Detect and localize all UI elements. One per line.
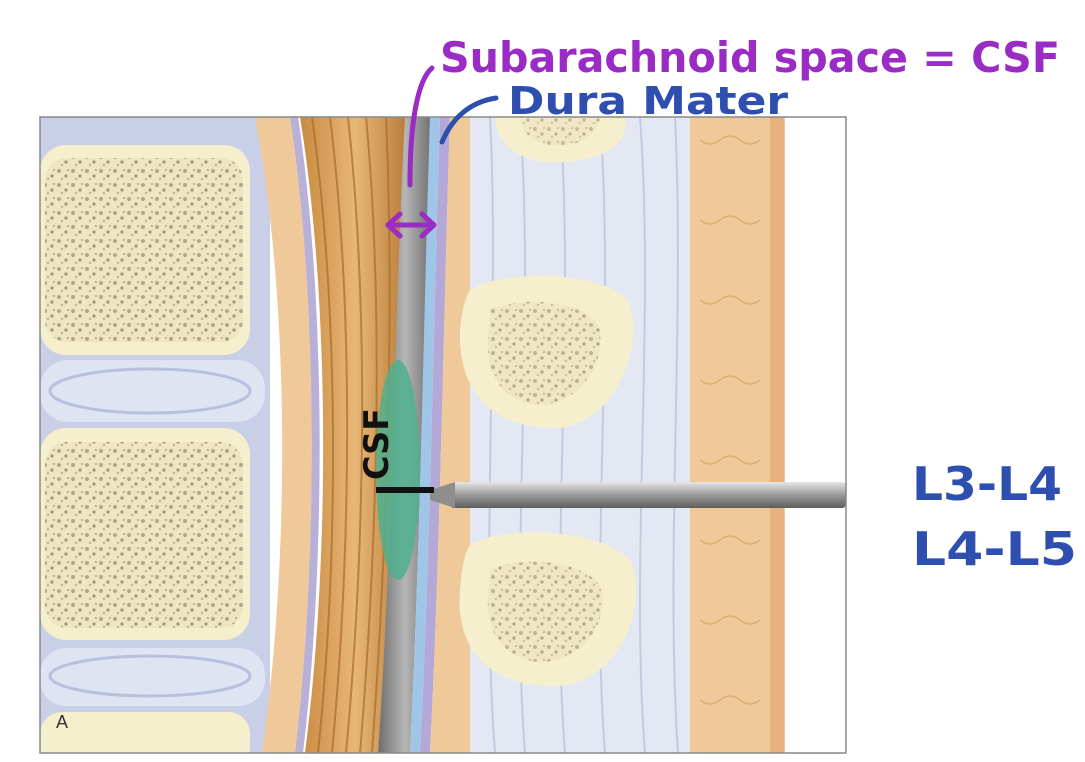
dura-annotation: Dura Mater <box>508 79 788 123</box>
vertebral-column <box>40 117 270 753</box>
subarachnoid-pointer <box>407 65 435 188</box>
spinal-needle <box>376 482 846 508</box>
level-label-l4-l5: L4-L5 <box>912 522 1077 576</box>
csf-highlight <box>376 360 420 580</box>
figure-frame <box>39 116 847 754</box>
skin <box>770 117 784 753</box>
subarachnoid-annotation: Subarachnoid space = CSF <box>440 33 1060 82</box>
vertebral-body <box>40 712 250 753</box>
csf-annotation: CSF <box>357 408 397 480</box>
dura-mater <box>410 117 440 753</box>
double-arrow-icon <box>385 211 437 239</box>
panel-letter: A <box>56 712 68 732</box>
dura-pointer <box>439 95 499 145</box>
level-label-l3-l4: L3-L4 <box>912 457 1062 511</box>
intervertebral-disc <box>40 360 265 422</box>
